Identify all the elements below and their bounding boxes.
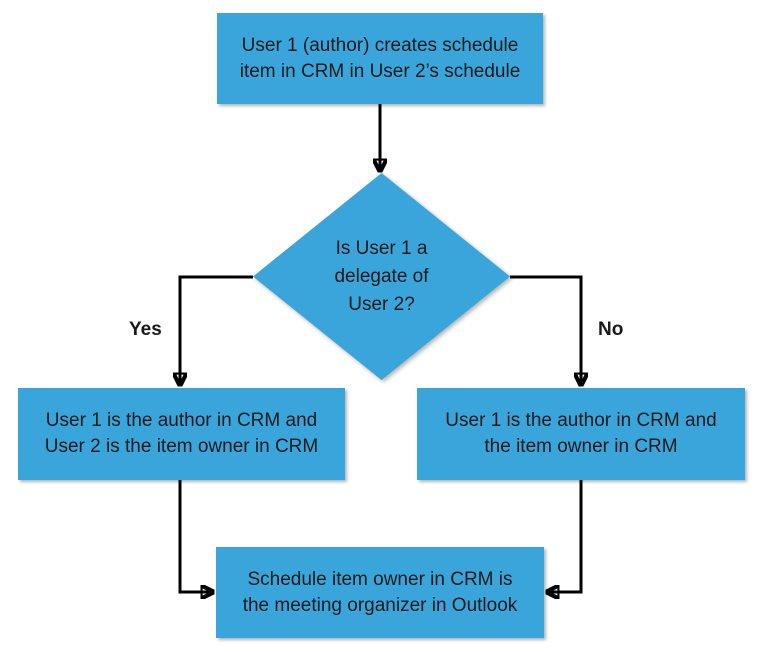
node-no-result: User 1 is the author in CRM and the item…	[417, 388, 745, 480]
decision-diamond-shape: Is User 1 a delegate of User 2?	[253, 173, 510, 380]
edge-label-no: No	[598, 319, 624, 340]
node-end: Schedule item owner in CRM is the meetin…	[216, 547, 544, 638]
node-decision: Is User 1 a delegate of User 2?	[253, 173, 510, 380]
edge-label-yes: Yes	[129, 319, 162, 340]
arrow-yes-result-to-end	[178, 480, 213, 592]
arrow-decision-no-branch	[510, 275, 581, 385]
node-yes-result: User 1 is the author in CRM and User 2 i…	[18, 388, 345, 480]
arrow-decision-yes-branch	[180, 275, 253, 385]
arrow-no-result-to-end	[547, 480, 583, 592]
node-start: User 1 (author) creates schedule item in…	[217, 13, 543, 104]
